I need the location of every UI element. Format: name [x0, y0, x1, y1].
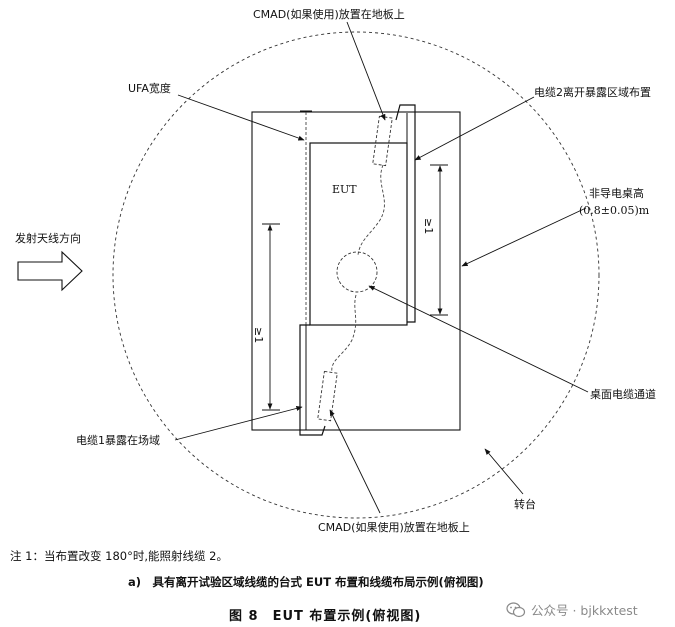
- label-table-height-1: 非导电桌高: [589, 186, 644, 200]
- cable-path: [331, 164, 385, 373]
- label-ufa: UFA宽度: [128, 81, 171, 95]
- leader-cable1: [174, 405, 303, 441]
- leader-turntable: [484, 448, 524, 495]
- label-cmad-bottom: CMAD(如果使用)放置在地板上: [318, 520, 470, 534]
- label-eut: EUT: [332, 183, 357, 196]
- figure-caption: 图 8 EUT 布置示例(俯视图): [229, 609, 422, 624]
- dim-upper-label: ≥1: [422, 218, 435, 234]
- wechat-icon: [506, 601, 526, 617]
- leader-cmad-top: [346, 21, 386, 121]
- dimension-lower: [262, 223, 280, 411]
- leader-ufa: [177, 94, 305, 141]
- label-desk-channel: 桌面电缆通道: [590, 387, 656, 401]
- label-antenna-direction: 发射天线方向: [15, 231, 81, 245]
- leader-cmad-bottom: [329, 409, 381, 514]
- desk-cable-channel-circle: [336, 251, 378, 293]
- label-table-height-2: (0.8±0.05)m: [579, 204, 650, 217]
- label-cable1: 电缆1暴露在场域: [76, 433, 160, 447]
- subcaption: a) 具有离开试验区域线缆的台式 EUT 布置和线缆布局示例(俯视图): [128, 575, 484, 589]
- cable2-channel: [395, 104, 416, 323]
- antenna-direction-arrow: [17, 250, 83, 292]
- watermark: 公众号 · bjkkxtest: [506, 600, 638, 619]
- leader-cable2: [414, 96, 535, 161]
- dim-lower-label: ≥1: [252, 327, 265, 343]
- dimension-upper: [430, 164, 448, 316]
- cmad-bottom-box: [317, 370, 338, 422]
- cable1-channel: [299, 324, 326, 436]
- label-cable2: 电缆2离开暴露区域布置: [534, 85, 651, 99]
- label-cmad-top: CMAD(如果使用)放置在地板上: [253, 7, 405, 21]
- label-turntable: 转台: [514, 497, 536, 511]
- leader-table-height: [461, 207, 587, 267]
- turntable-circle: [112, 31, 600, 519]
- watermark-text: 公众号 · bjkkxtest: [531, 603, 638, 618]
- cmad-top-box: [372, 115, 393, 167]
- leader-desk-channel: [368, 285, 589, 393]
- note-1: 注 1：当布置改变 180°时,能照射线缆 2。: [10, 549, 228, 563]
